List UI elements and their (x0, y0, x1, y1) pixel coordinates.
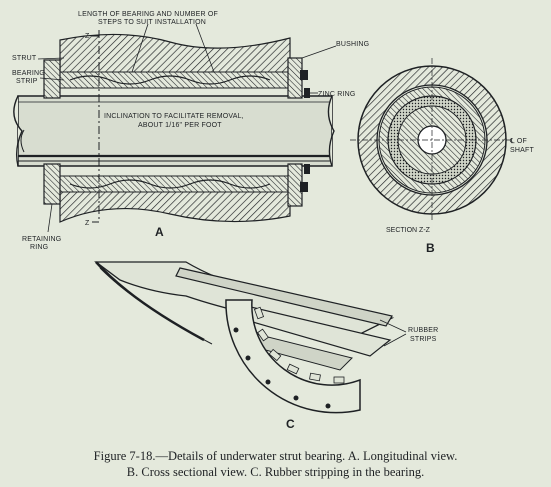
strut-lower (59, 183, 291, 223)
label-section-z-z: SECTION Z-Z (386, 227, 431, 234)
view-b-cross-section: ℄ OF SHAFT SECTION Z-Z B (350, 58, 534, 255)
label-centerline: ℄ OF (509, 138, 527, 145)
label-strip: STRIP (16, 78, 38, 85)
bushing (287, 57, 303, 99)
figure-caption: Figure 7-18.—Details of underwater strut… (0, 448, 551, 480)
strut-upper (59, 33, 291, 81)
label-zinc-ring: ZINC RING (318, 91, 356, 98)
label-retaining: RETAINING (22, 236, 61, 243)
label-bearing: BEARING (12, 70, 45, 77)
label-strips: STRIPS (410, 336, 437, 343)
view-a-longitudinal: LENGTH OF BEARING AND NUMBER OF STEPS TO… (12, 11, 369, 251)
label-bushing: BUSHING (336, 41, 369, 48)
caption-line-1: Figure 7-18.—Details of underwater strut… (93, 449, 458, 463)
view-c-rubber-stripping: RUBBER STRIPS C (94, 261, 438, 431)
label-view-b: B (426, 241, 435, 255)
label-about-16: ABOUT 1/16" PER FOOT (138, 122, 222, 129)
bearing-strip-lower (59, 175, 293, 193)
label-view-c: C (286, 417, 295, 431)
bearing-diagram: LENGTH OF BEARING AND NUMBER OF STEPS TO… (12, 11, 534, 431)
label-steps-to-suit: STEPS TO SUIT INSTALLATION (98, 19, 206, 26)
section-mark-bottom: Z (85, 220, 90, 227)
label-rubber: RUBBER (408, 327, 438, 334)
zinc-ring (304, 88, 310, 98)
caption-line-2: B. Cross sectional view. C. Rubber strip… (126, 465, 425, 479)
label-shaft: SHAFT (510, 147, 534, 154)
shaft (17, 95, 333, 167)
label-ring: RING (30, 244, 48, 251)
label-inclination: INCLINATION TO FACILITATE REMOVAL, (104, 113, 244, 120)
bearing-strip-upper (59, 71, 293, 89)
label-view-a: A (155, 225, 164, 239)
section-mark-top: Z (85, 33, 90, 40)
label-length-of-bearing: LENGTH OF BEARING AND NUMBER OF (78, 11, 218, 18)
label-strut: STRUT (12, 55, 37, 62)
end-flange (225, 299, 361, 414)
rubber-strip-top (175, 267, 393, 327)
